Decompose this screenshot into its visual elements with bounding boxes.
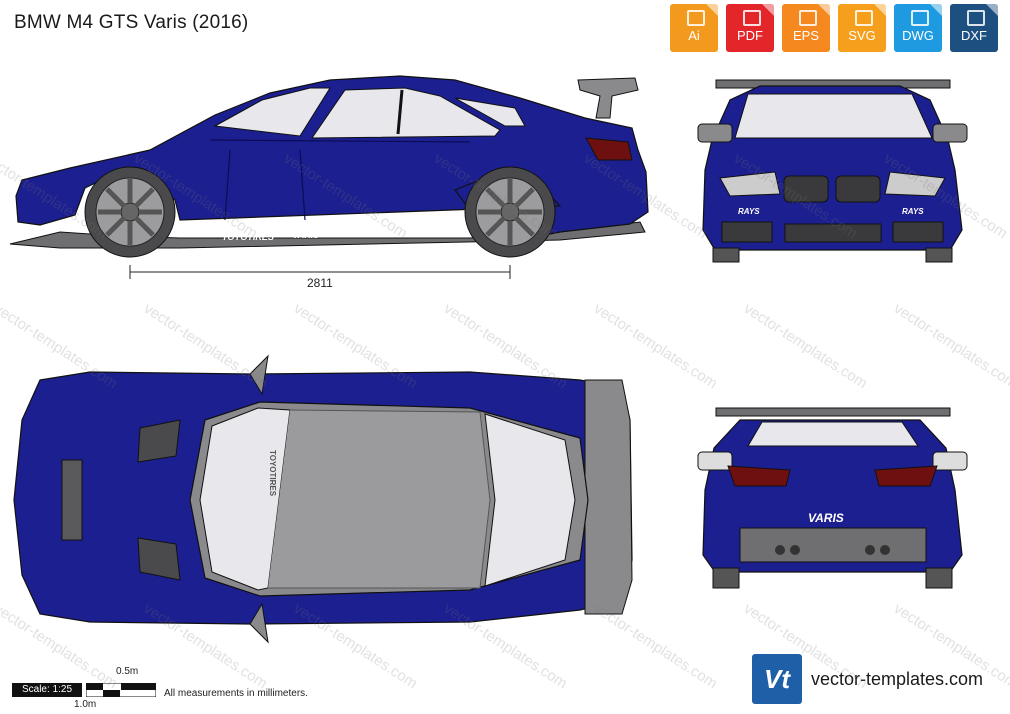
- pdf-file-icon: [743, 10, 761, 26]
- side-ind-decal: IND: [338, 228, 355, 239]
- front-windshield: [734, 93, 933, 139]
- pdf-download-button[interactable]: PDF: [726, 4, 774, 52]
- rear-wheel: [464, 166, 556, 258]
- side-windshield: [213, 87, 331, 137]
- front-left-rays-decal: RAYS: [738, 207, 760, 216]
- front-wheel: [84, 166, 176, 258]
- left-mirror: [697, 123, 733, 143]
- brand[interactable]: Vt vector-templates.com: [752, 654, 983, 704]
- scale-full-label: 1.0m: [74, 699, 97, 710]
- right-tail-light: [874, 465, 938, 487]
- right-kidney-grille: [835, 175, 881, 203]
- wheelbase-dimension: 2811: [307, 276, 333, 290]
- top-windshield: [199, 407, 291, 591]
- left-headlight: [719, 171, 781, 197]
- side-toyotires-decal: TOYOTIRES: [222, 232, 274, 242]
- rear-window: [747, 421, 919, 447]
- right-headlight: [884, 171, 946, 197]
- top-rear-wing: [584, 379, 633, 615]
- ai-download-button[interactable]: Ai: [670, 4, 718, 52]
- dxf-download-button[interactable]: DXF: [950, 4, 998, 52]
- top-view: TOYOTIRES: [13, 354, 633, 644]
- scale-bar: [86, 683, 156, 697]
- dwg-file-icon: [911, 10, 929, 26]
- front-right-rays-decal: RAYS: [902, 207, 924, 216]
- side-tail-light: [585, 137, 633, 161]
- eps-download-button[interactable]: EPS: [782, 4, 830, 52]
- right-mirror: [932, 123, 968, 143]
- side-window: [311, 87, 501, 139]
- svg-download-button[interactable]: SVG: [838, 4, 886, 52]
- measurement-note: All measurements in millimeters.: [164, 688, 308, 699]
- scale-half-label: 0.5m: [116, 666, 139, 677]
- rear-diffuser: [739, 527, 927, 563]
- front-view: RAYS RAYS: [697, 79, 968, 263]
- side-rays-decal: RAYS: [425, 224, 452, 235]
- left-hood-vent: [137, 419, 181, 463]
- right-hood-vent: [137, 537, 181, 581]
- front-grille-top: [61, 459, 83, 541]
- rear-varis-decal: VARIS: [808, 511, 844, 525]
- side-varis-decal: VARIS: [292, 230, 319, 240]
- left-tail-light: [727, 465, 791, 487]
- eps-file-icon: [799, 10, 817, 26]
- side-view: TOYOTIRES VARIS IND RAYS: [9, 75, 649, 279]
- dxf-file-icon: [967, 10, 985, 26]
- format-toolbar: Ai PDF EPS SVG DWG DXF: [670, 4, 998, 52]
- svg-file-icon: [855, 10, 873, 26]
- scale-label: Scale: 1:25: [12, 683, 82, 697]
- brand-logo-icon: Vt: [752, 654, 802, 704]
- ai-file-icon: [687, 10, 705, 26]
- roof-toyotires-decal: TOYOTIRES: [268, 450, 277, 497]
- side-rear-wing: [577, 77, 639, 119]
- top-rear-glass: [484, 413, 576, 587]
- front-bumper-vent: [784, 223, 882, 243]
- dwg-download-button[interactable]: DWG: [894, 4, 942, 52]
- page-title: BMW M4 GTS Varis (2016): [14, 12, 249, 33]
- brand-name: vector-templates.com: [811, 668, 984, 689]
- rear-quarter-glass: [454, 97, 526, 127]
- left-kidney-grille: [783, 175, 829, 203]
- rear-view: VARIS: [697, 407, 968, 589]
